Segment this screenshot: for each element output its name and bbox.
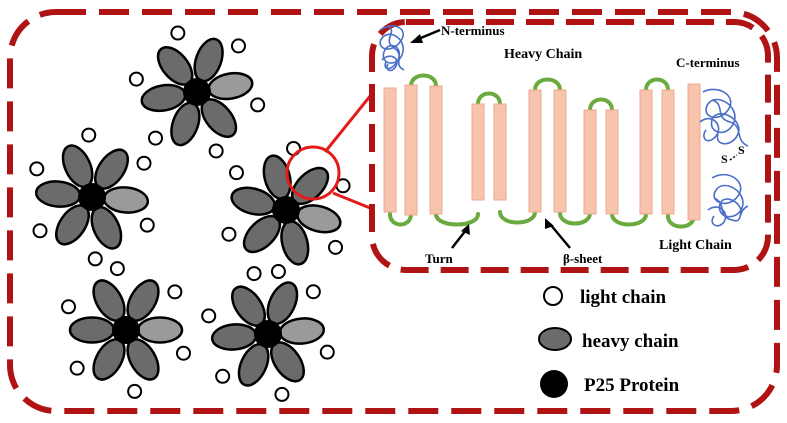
- heavy-chain-ellipse: [136, 316, 184, 344]
- light-chain-circle: [81, 127, 97, 143]
- turn-arrowhead: [461, 224, 470, 235]
- beta-strand: [404, 84, 418, 216]
- zoom-highlight-circle: [285, 145, 341, 201]
- beta-strand: [383, 87, 397, 213]
- turn-loop: [434, 212, 480, 227]
- light-chain-circle: [32, 223, 48, 239]
- n-terminus-arrowhead: [410, 34, 423, 43]
- beta-strand: [605, 109, 619, 215]
- p25-core: [254, 320, 282, 348]
- light-chain-coil: [707, 173, 749, 227]
- light-chain-circle: [208, 143, 224, 159]
- light-chain-circle: [305, 284, 321, 300]
- disulfide-bond: [729, 154, 738, 161]
- heavy-chain-title: Heavy Chain: [504, 47, 582, 62]
- turn-loop: [498, 210, 537, 225]
- light-chain-circle: [201, 308, 217, 324]
- beta-strand: [639, 89, 653, 215]
- light-chain-circle: [170, 25, 186, 41]
- heavy-chain-ellipse: [68, 316, 116, 344]
- turn-label: Turn: [425, 251, 453, 266]
- turn-arrow: [451, 229, 467, 249]
- light-chain-circle: [87, 251, 103, 267]
- beta-strand: [687, 83, 701, 221]
- p25-core: [183, 78, 211, 106]
- legend: light chain heavy chain P25 Protein: [538, 286, 680, 398]
- beta-strand: [493, 103, 507, 201]
- light-chain-circle: [215, 368, 231, 384]
- light-chain-circle: [228, 165, 244, 181]
- n-terminus-label: N-terminus: [441, 23, 505, 38]
- p25-core: [272, 196, 300, 224]
- light-chain-circle: [139, 217, 155, 233]
- turn-loop: [409, 73, 438, 88]
- c-terminus-coil: [699, 88, 749, 147]
- p25-complex: [221, 140, 351, 280]
- light-chain-circle: [250, 97, 266, 113]
- p25-complex: [29, 127, 155, 267]
- beta-strand: [471, 103, 485, 201]
- beta-strand: [553, 89, 567, 213]
- zoom-line-bottom: [332, 191, 376, 212]
- turn-loop: [388, 212, 413, 227]
- beta-strand: [583, 109, 597, 215]
- black-circle-icon: [540, 370, 568, 398]
- turn-loop: [610, 212, 648, 227]
- turn-loop: [533, 77, 562, 92]
- light-chain-circle: [69, 360, 85, 376]
- light-chain-circle: [319, 344, 335, 360]
- sericin-complexes: [29, 25, 351, 402]
- beta-strand: [528, 89, 542, 213]
- light-chain-circle: [175, 345, 191, 361]
- turn-loop: [644, 77, 670, 92]
- light-chain-circle: [136, 155, 152, 171]
- turn-loop: [558, 211, 592, 226]
- light-chain-circle: [328, 239, 344, 255]
- light-chain-circle: [127, 383, 143, 399]
- outer-dashed-border: [7, 9, 780, 414]
- p25-core: [112, 316, 140, 344]
- light-chain-circle: [246, 266, 262, 282]
- light-chain-title: Light Chain: [659, 238, 732, 253]
- light-chain-circle: [270, 264, 286, 280]
- light-chain-circle: [221, 226, 237, 242]
- beta-strand: [661, 89, 675, 215]
- disulfide-s1: S: [721, 152, 728, 166]
- light-chain-circle: [230, 38, 246, 54]
- n-terminus-coil: [379, 25, 405, 72]
- p25-core: [78, 183, 106, 211]
- beta-strands: [383, 83, 701, 221]
- light-chain-circle: [109, 261, 125, 277]
- disulfide-s2: S: [738, 143, 745, 157]
- beta-sheet-arrow: [549, 223, 571, 249]
- legend-p25-protein: P25 Protein: [584, 375, 680, 396]
- p25-complex: [61, 261, 191, 399]
- zoom-line-top: [323, 89, 377, 153]
- light-chain-circle: [274, 386, 290, 402]
- p25-complex: [201, 266, 335, 402]
- beta-sheet-arrowhead: [545, 218, 554, 229]
- beta-strand: [429, 85, 443, 215]
- light-chain-circle: [29, 161, 45, 177]
- legend-light-chain: light chain: [580, 287, 666, 308]
- light-chain-circle: [128, 71, 144, 87]
- light-chain-circle: [61, 299, 77, 315]
- legend-heavy-chain: heavy chain: [582, 331, 679, 352]
- light-chain-circle: [148, 130, 164, 146]
- c-terminus-label: C-terminus: [676, 55, 740, 70]
- beta-sheet-label: β-sheet: [563, 251, 603, 266]
- turn-loop: [588, 97, 614, 112]
- grey-ellipse-icon: [538, 327, 572, 351]
- light-chain-circle: [167, 284, 183, 300]
- p25-complex: [128, 25, 266, 159]
- white-circle-icon: [543, 286, 563, 306]
- turn-loop: [476, 91, 502, 106]
